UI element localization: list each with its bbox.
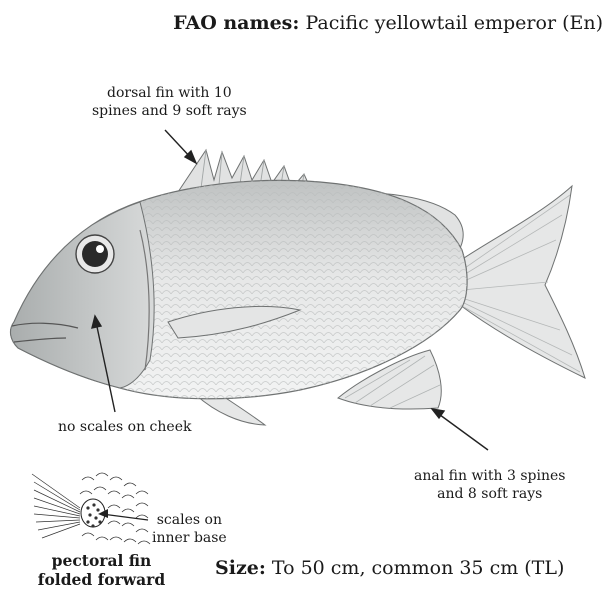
pectoral-inset xyxy=(32,473,150,544)
size-label: Size: xyxy=(215,557,266,579)
inset-caption: pectoral fin folded forward xyxy=(14,551,189,589)
anal-arrow xyxy=(436,412,488,450)
scales-label: scales on inner base xyxy=(152,511,227,547)
anal-label-line1: anal fin with 3 spines xyxy=(414,467,565,485)
size-info: Size: To 50 cm, common 35 cm (TL) xyxy=(215,557,564,579)
caption-line1: pectoral fin xyxy=(14,551,189,570)
caption-line2: folded forward xyxy=(14,570,189,589)
eye xyxy=(76,235,114,273)
cheek-label-line: no scales on cheek xyxy=(58,418,191,436)
anal-fin-label: anal fin with 3 spines and 8 soft rays xyxy=(414,467,565,503)
dorsal-label-line1: dorsal fin with 10 xyxy=(92,84,247,102)
size-value: To 50 cm, common 35 cm (TL) xyxy=(272,557,565,579)
cheek-label: no scales on cheek xyxy=(58,418,191,436)
scales-label-line1: scales on xyxy=(152,511,227,529)
fish-head xyxy=(11,202,155,388)
anal-label-line2: and 8 soft rays xyxy=(414,485,565,503)
scales-label-line2: inner base xyxy=(152,529,227,547)
dorsal-label-line2: spines and 9 soft rays xyxy=(92,102,247,120)
dorsal-fin-label: dorsal fin with 10 spines and 9 soft ray… xyxy=(92,84,247,120)
tail-fin xyxy=(458,186,585,378)
